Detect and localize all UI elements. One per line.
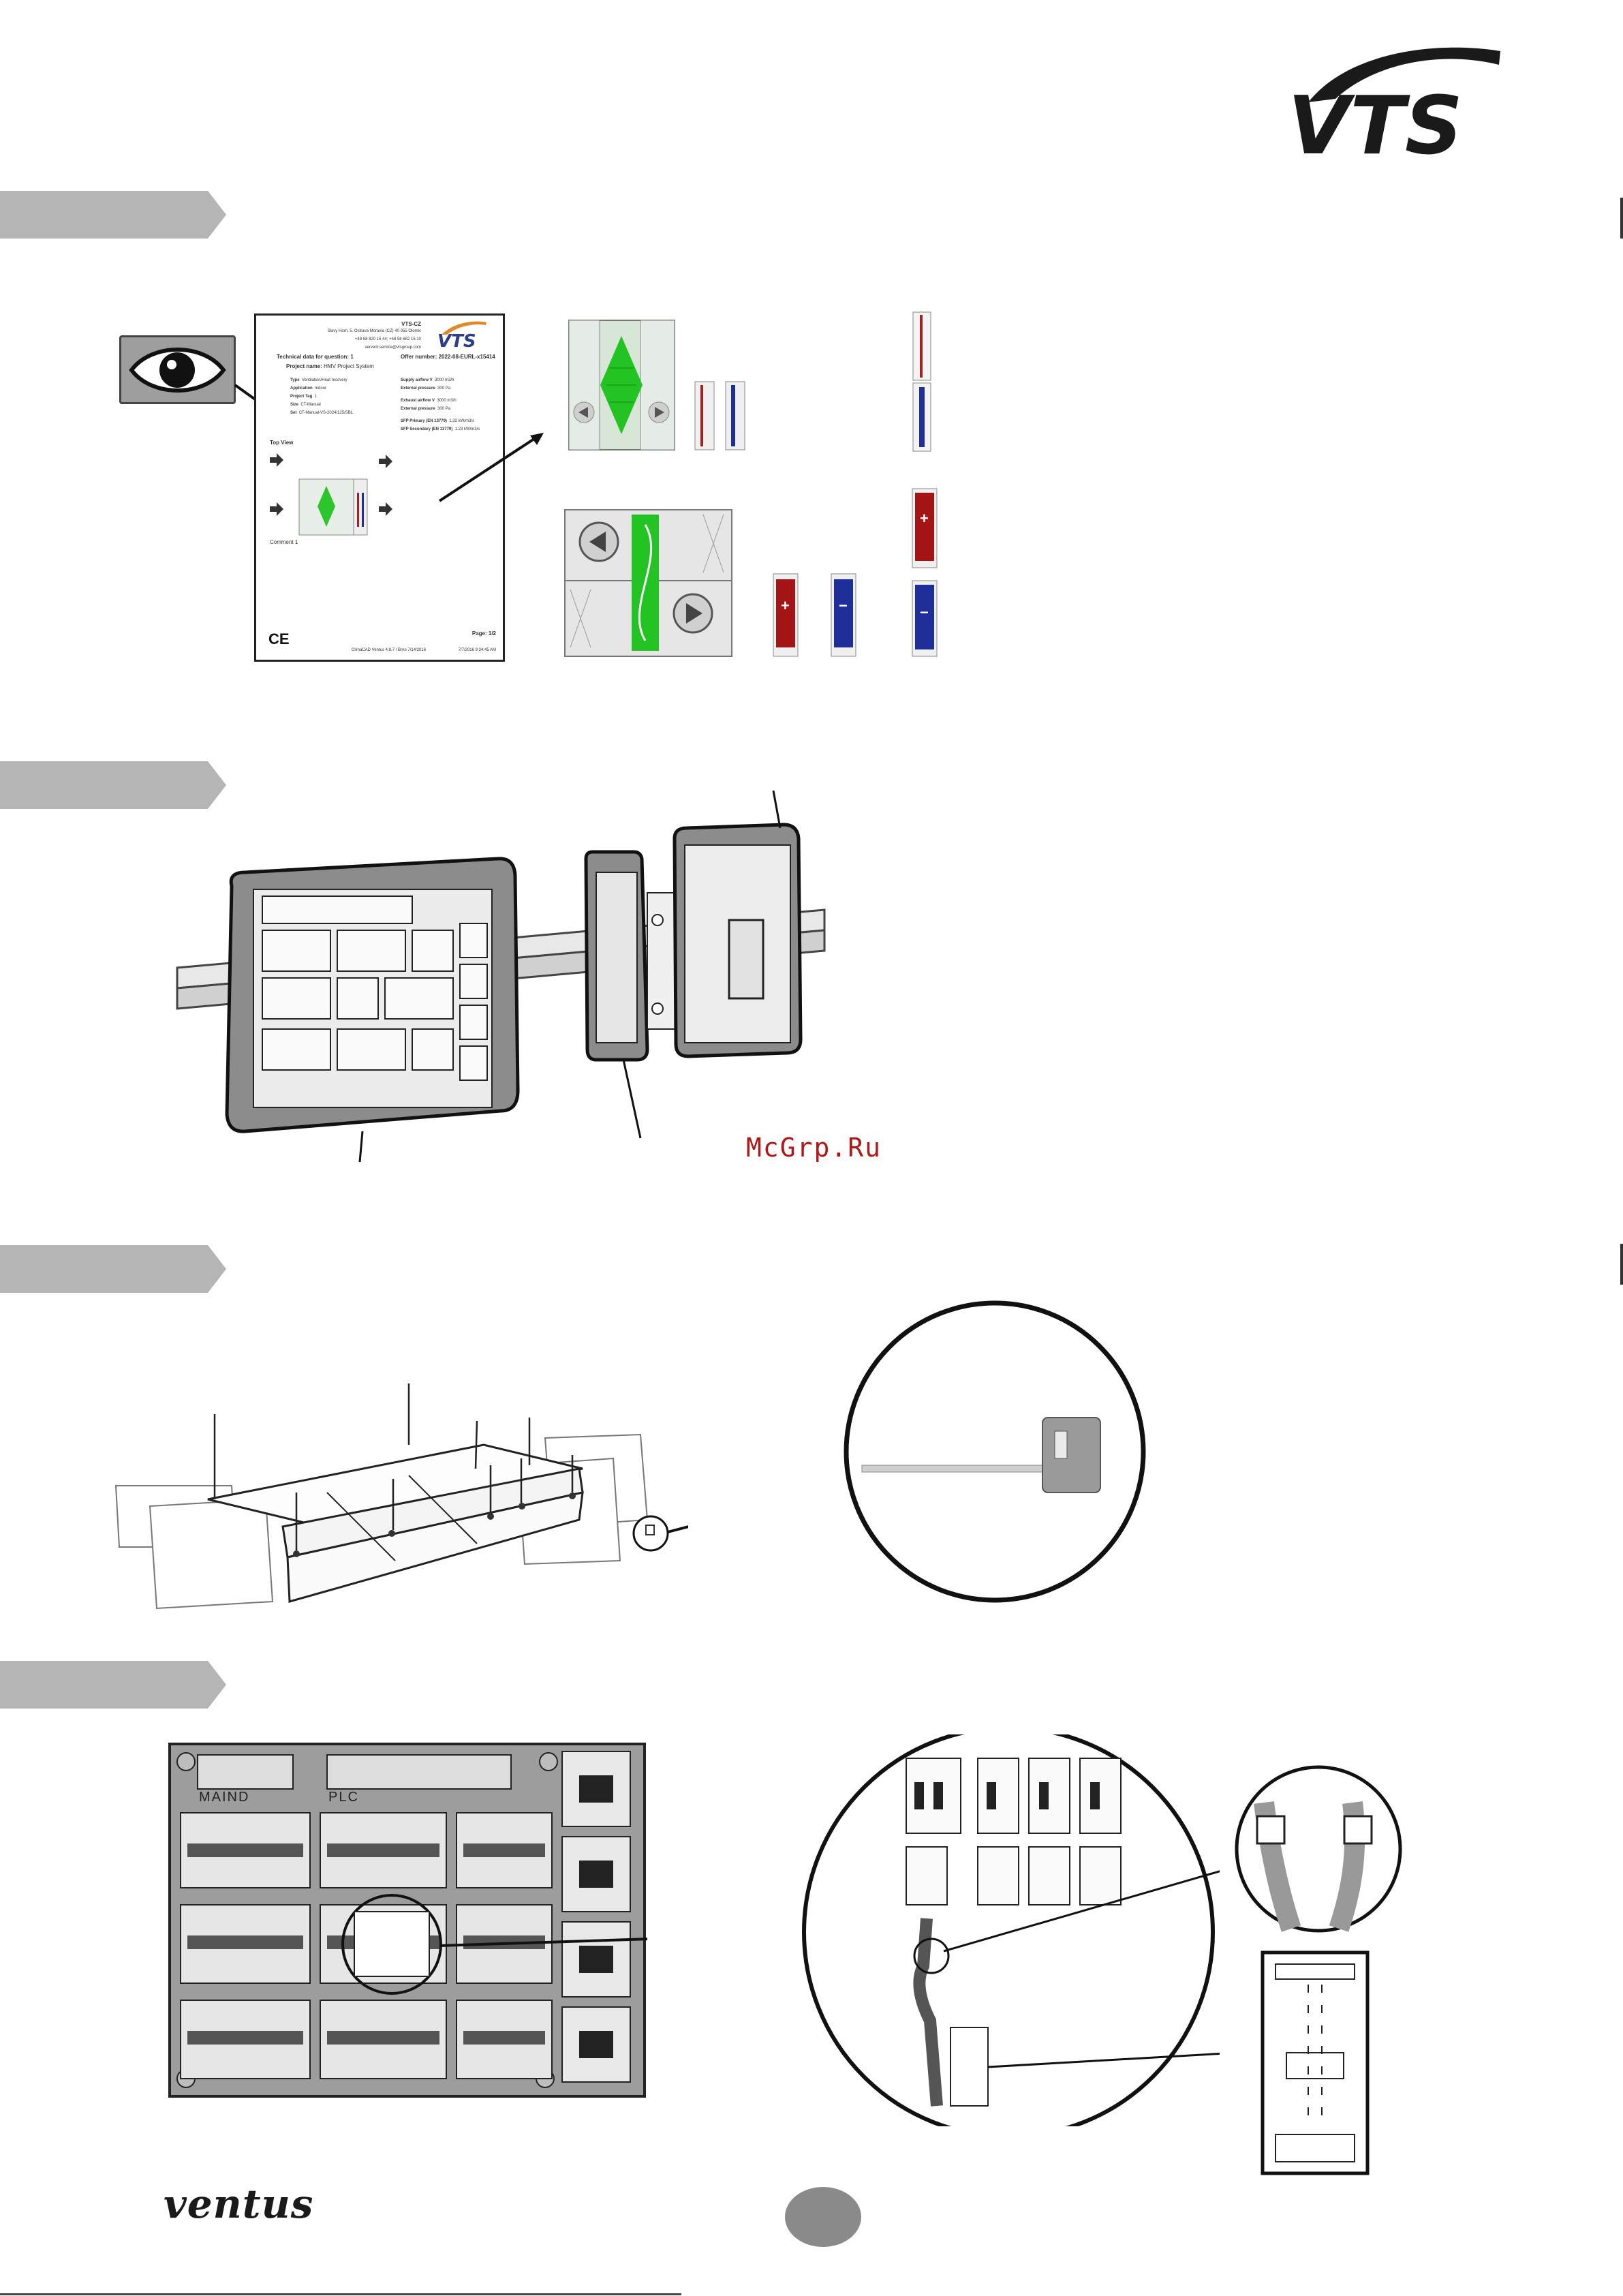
heater-block-plus-right (912, 488, 938, 568)
doc-row-1: Application Indoor (290, 386, 327, 391)
doc-vts-logo: VTS (437, 321, 486, 350)
doc-arrow-icons (270, 453, 392, 536)
ahu-top-view (568, 320, 745, 450)
doc-offer: Offer number: 2022-08-EURL-x15414 (401, 354, 495, 360)
edge-mark-1 (1620, 198, 1623, 239)
edge-mark-2 (1620, 1244, 1623, 1285)
vts-logo-text: VTS (1288, 78, 1463, 160)
doc-project: Project name: HMV Project System (286, 363, 374, 369)
main-connector-label: MAIND (199, 1790, 250, 1805)
cooler-minus-symbol-right: − (920, 604, 929, 621)
heater-block-plus-mid (773, 573, 799, 657)
arrow-doc-to-zoom (438, 433, 544, 502)
rj45-ports (459, 923, 488, 1081)
doc-company: VTS-CZ (401, 321, 421, 327)
sensor-detail-circle (844, 1300, 1146, 1603)
doc-row-3: Size CT-Manual (290, 403, 321, 407)
controller-board-front (168, 1743, 647, 2098)
vts-logo-swoosh (1308, 47, 1500, 102)
doc-row-0: Type Ventilation/Heat recovery (290, 378, 347, 382)
section-tab-2 (0, 761, 226, 809)
doc-footer-center: ClimaCAD Ventus 4.8.7 / Brno 7/14/2016 (352, 648, 427, 652)
wire-ferrule-detail (1235, 1765, 1402, 1933)
controller-terminals (262, 896, 454, 1071)
doc-tech-label: Technical data for question: 1 (277, 354, 354, 360)
doc-rrow-3: External pressure 300 Pa (401, 407, 451, 411)
ahu-side-view (564, 509, 732, 657)
doc-rrow-1: External pressure 300 Pa (401, 386, 451, 391)
duct-unit-drawing (114, 1383, 688, 1610)
doc-rrow-5: SFP Secondary (EN 13779) 1.23 kW/m3/s (401, 427, 480, 431)
doc-comment: Comment 1 (270, 539, 298, 545)
doc-row-2: Project Tag 1 (290, 395, 317, 399)
doc-rrow-2: Exhaust airflow V 3000 m3/h (401, 399, 457, 403)
vts-logo: VTS (1288, 47, 1500, 160)
cooler-minus-symbol-mid: − (839, 597, 848, 614)
footer-brand-logo: ventus (164, 2181, 314, 2227)
heater-plus-symbol-right: + (920, 510, 929, 527)
section-tab-4 (0, 1661, 226, 1709)
section-tab-3 (0, 1245, 226, 1293)
doc-email: vervent.service@vtsgroup.com (365, 346, 421, 350)
doc-top-view: Top View (270, 440, 294, 446)
plc-connector-label: PLC (328, 1790, 359, 1805)
cooler-block-minus-mid (831, 573, 856, 657)
footer-rule (0, 2293, 681, 2295)
terminal-zoom-circle (802, 1734, 1220, 2126)
doc-rrow-0: Supply airflow V 3000 m3/h (401, 378, 454, 382)
heater-plus-symbol-mid: + (781, 597, 790, 614)
section-tab-1 (0, 191, 226, 239)
heater-coil-strip-1 (912, 311, 931, 452)
cooler-block-minus-right (912, 580, 938, 657)
doc-phone: +48 58 820 15 44; +48 58 682 15 10 (354, 337, 421, 341)
eye-icon-box (119, 335, 236, 404)
doc-footer-right: 7/7/2016 9:34:45 AM (458, 648, 496, 652)
watermark: McGrp.Ru (746, 1133, 882, 1163)
technical-data-sheet: VTS-CZ Slavy Horn. 5. Ostrava Moravia (C… (254, 313, 505, 662)
controller-assembly (176, 791, 826, 1163)
doc-page: Page: 1/2 (472, 630, 496, 637)
doc-rrow-4: SFP Primary (EN 13779) 1.32 kW/m3/s (401, 419, 474, 423)
page-number-badge (785, 2187, 861, 2247)
doc-address: Slavy Horn. 5. Ostrava Moravia (CZ) 40 0… (327, 329, 421, 333)
eye-icon (129, 348, 226, 393)
fuse-detail-box (1261, 1950, 1370, 2175)
doc-ce-mark: CE (268, 630, 290, 647)
doc-row-4: Set CT-Manual-VS-2024/125/SBL (290, 411, 354, 415)
svg-text:VTS: VTS (437, 331, 476, 350)
